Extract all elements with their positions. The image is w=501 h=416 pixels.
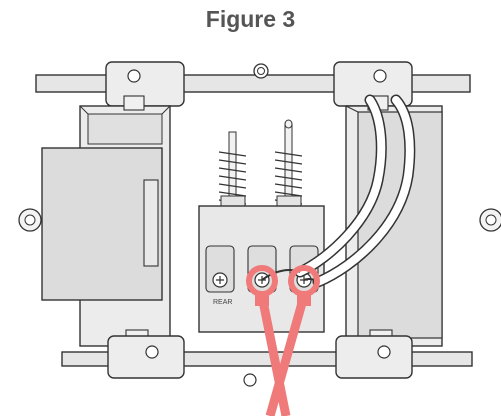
red-wires	[246, 265, 320, 416]
figure-title: Figure 3	[205, 6, 296, 32]
spring-right	[274, 119, 303, 207]
white-wires	[261, 94, 416, 288]
left-solenoid-frame	[41, 95, 171, 347]
top-mounting-strap	[35, 61, 471, 107]
left-top-screw-icon	[127, 69, 141, 83]
left-bottom-screw-icon	[145, 345, 159, 359]
side-mounting-ears	[18, 208, 501, 232]
bottom-mounting-strap	[61, 335, 473, 387]
right-bottom-screw-icon	[377, 345, 391, 359]
rear-terminal-label: REAR	[213, 299, 232, 306]
bottom-hole-icon	[243, 373, 257, 387]
spring-left	[218, 131, 247, 207]
right-top-screw-icon	[373, 69, 387, 83]
